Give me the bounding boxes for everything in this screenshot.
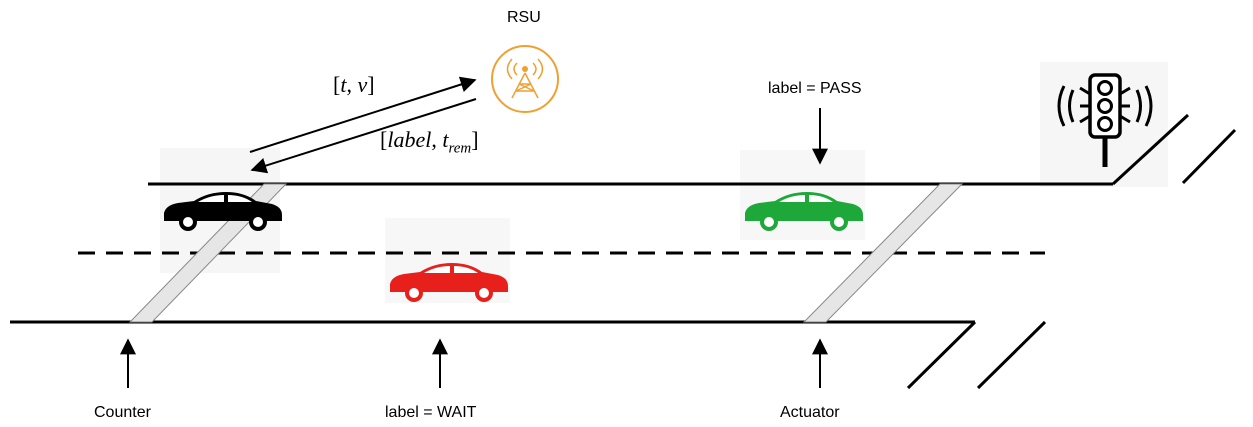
rsu-label: RSU [507,9,541,26]
downlink-message-label: [label, trem] [380,127,479,157]
traffic-light-icon [1057,73,1153,167]
pass-label: label = PASS [768,80,862,97]
counter-label: Counter [94,404,151,421]
actuator-label: Actuator [780,404,840,421]
road-top-edge-turn [1111,113,1190,186]
uplink-arrow [249,76,477,153]
rsu-antenna-icon [491,45,559,113]
road-bottom-edge-turn [906,320,977,390]
actuator-strip [802,183,964,323]
road-top-edge-far [1181,128,1237,185]
downlink-arrow [250,98,477,174]
uplink-message-label: [t, v] [333,72,375,97]
wait-label: label = WAIT [385,404,477,421]
road-bottom-edge-far [976,320,1047,390]
